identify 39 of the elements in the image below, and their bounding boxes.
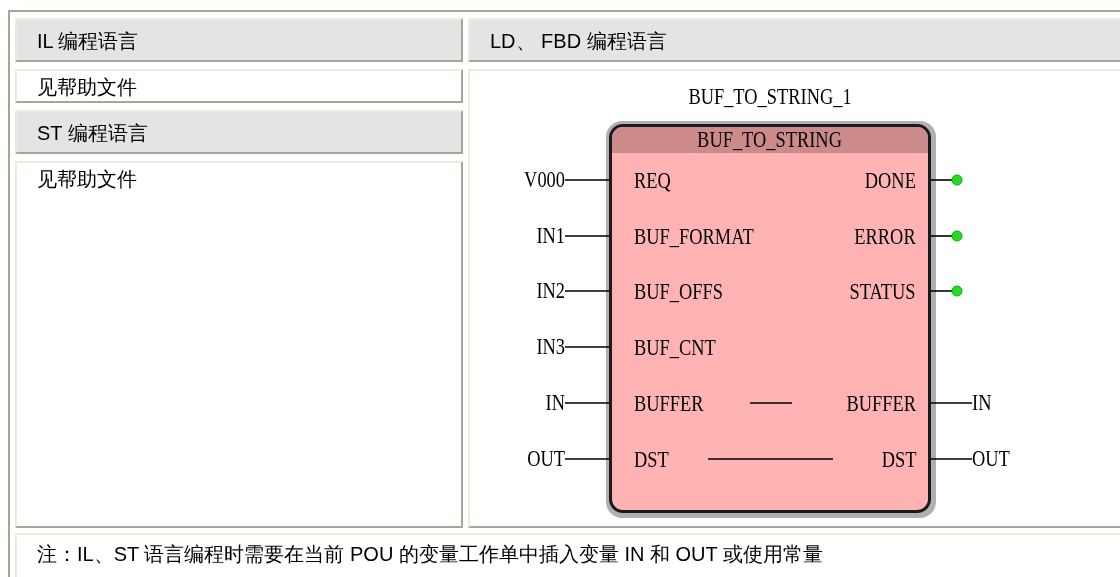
pin-label: ERROR [854,224,916,250]
pin-label: BUF_CNT [634,335,716,361]
function-block [609,124,931,513]
connection-line [930,402,973,404]
variable-label: IN3 [501,334,565,360]
pin-label: DONE [864,168,916,194]
connection-line [564,402,610,404]
connection-line [564,458,610,460]
variable-label: IN [501,390,565,416]
variable-label: V000 [501,167,565,193]
note-cell: 注：IL、ST 语言编程时需要在当前 POU 的变量工作单中插入变量 IN 和 OUT 或使用常量 [15,533,1120,577]
variable-label: IN1 [501,223,565,249]
table-cell: 见帮助文件 [15,161,463,528]
pin-label: BUF_FORMAT [634,224,754,250]
output-line [930,285,963,297]
connection-line [564,346,610,348]
block-title: BUF_TO_STRING [697,127,843,153]
header-cell: IL 编程语言 [15,18,463,62]
instance-name: BUF_TO_STRING_1 [687,84,853,110]
pin-label: DST [634,447,669,473]
connection-line [930,458,973,460]
variable-label: OUT [972,446,1012,472]
pin-label: BUF_OFFS [634,279,723,305]
connection-line [564,179,610,181]
header-cell: ST 编程语言 [15,110,463,154]
pin-label: DST [881,447,916,473]
variable-label: OUT [501,446,565,472]
pin-label: BUFFER [846,391,916,417]
pin-label: STATUS [850,279,916,305]
pin-label: BUFFER [634,391,704,417]
output-line [930,230,963,242]
connection-line [564,290,610,292]
output-line [930,174,963,186]
connection-line [564,235,610,237]
variable-label: IN2 [501,278,565,304]
pin-label: REQ [634,168,671,194]
table-cell: 见帮助文件 [15,69,463,103]
variable-label: IN [972,390,1012,416]
header-cell: LD、 FBD 编程语言 [468,18,1120,62]
